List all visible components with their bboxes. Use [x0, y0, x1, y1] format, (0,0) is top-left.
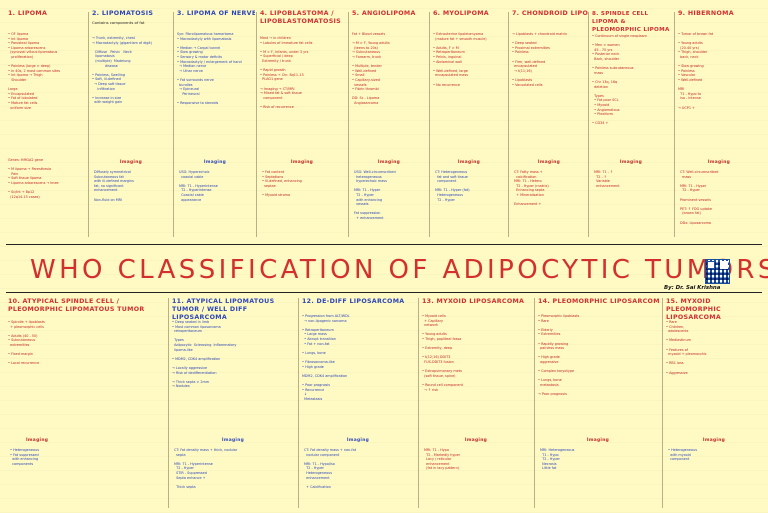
qr-code-icon [705, 259, 730, 284]
column-divider [173, 12, 174, 237]
column-divider [418, 298, 419, 508]
imaging-heading: Imaging [702, 438, 726, 443]
section-myxoid-pleomorphic-liposarcoma: 15. MYXOID PLEOMORPHIC LIPOSARCOMA • Rar… [664, 298, 764, 508]
section-heading: 15. MYXOID PLEOMORPHIC LIPOSARCOMA [666, 298, 721, 321]
imaging-notes: CT: Heterogeneous fat and soft tissue co… [435, 170, 470, 202]
imaging-heading: Imaging [221, 438, 245, 443]
imaging-notes: • Heterogeneous with myxoid component [668, 448, 697, 462]
section-spindle-cell-lipoma: 8. SPINDLE CELL LIPOMA & PLEOMORPHIC LIP… [590, 10, 672, 238]
section-notes: • Continuum of single neoplasm • Men > w… [592, 34, 647, 126]
section-heading: 8. SPINDLE CELL LIPOMA & PLEOMORPHIC LIP… [592, 11, 670, 33]
column-divider [588, 12, 589, 237]
title-rule-bottom [6, 292, 762, 293]
column-divider [348, 12, 349, 237]
column-divider [168, 298, 169, 508]
column-divider [298, 298, 299, 508]
section-notes: • Extrauterine lipoleiomyoma (mature fat… [433, 32, 487, 87]
title-rule-top [6, 244, 762, 245]
imaging-notes: MRI: Heterogeneous T1 - Hypo T2 - Hyper … [540, 448, 575, 471]
section-pleomorphic-liposarcoma: 14. PLEOMORPHIC LIPOSARCOMA • Pleomorphi… [536, 298, 660, 508]
section-notes: → Trunk, extremity, chest → Macrodactyly… [92, 36, 153, 105]
section-atypical-spindle-cell: 10. ATYPICAL SPINDLE CELL / PLEOMORPHIC … [6, 298, 166, 508]
column-divider [256, 12, 257, 237]
section-lipoma: 1. LIPOMA • OF lipoma • Int lipoma • Par… [6, 10, 86, 238]
imaging-notes: USG: Hyperechoic coaxial cable MRI: T1 -… [179, 170, 218, 202]
section-heading: 6. MYOLIPOMA [433, 10, 489, 17]
imaging-heading: Imaging [707, 160, 731, 165]
section-heading: 14. PLEOMORPHIC LIPOSARCOMA [538, 298, 660, 305]
section-well-diff-liposarcoma: 11. ATYPICAL LIPOMATOUS TUMOR / WELL DIF… [170, 298, 296, 508]
section-heading: 4. LIPOBLASTOMA / LIPOBLASTOMATOSIS [260, 10, 342, 25]
section-notes: • OF lipoma • Int lipoma • Parosteal lip… [8, 32, 61, 110]
imaging-notes: CT: Fat density mass + non-fat nodular c… [304, 448, 357, 489]
section-notes: • Progression from ALT/WDL → non-lipogen… [302, 314, 350, 401]
section-heading: 5. ANGIOLIPOMA [352, 10, 416, 17]
section-heading: 11. ATYPICAL LIPOMATOUS TUMOR / WELL DIF… [172, 298, 275, 321]
section-notes: • Myxoid cells + Capillary network • You… [422, 314, 463, 392]
section-dediff-liposarcoma: 12. DE-DIFF LIPOSARCOMA • Progression fr… [300, 298, 416, 508]
imaging-notes: • Fat content • Septations • Ill-defined… [262, 170, 302, 197]
section-lipoblastoma: 4. LIPOBLASTOMA / LIPOBLASTOMATOSIS Most… [258, 10, 346, 238]
section-heading: 9. HIBERNOMA [678, 10, 734, 17]
imaging-heading: Imaging [619, 160, 643, 165]
imaging-notes: MRI: T1 - Hypo T2 - Markedly hyper Lacy … [424, 448, 461, 471]
imaging-notes: Diffusely symmetrical Subcutaneous fat w… [94, 170, 134, 202]
imaging-heading: Imaging [457, 160, 481, 165]
section-subtitle: Contains components of fat [92, 20, 145, 25]
author-byline: By: Dr. Sai Krishna [664, 285, 721, 291]
section-notes: • Pleomorphic lipoblasts • Rare • Elderl… [538, 314, 580, 397]
section-angiolipoma: 5. ANGIOLIPOMA Fat + Blood vessels → M >… [350, 10, 428, 238]
imaging-heading: Imaging [537, 160, 561, 165]
section-notes: Most → in children • Lobules of immature… [260, 36, 313, 109]
column-divider [508, 12, 509, 237]
imaging-notes: CT: Well-circumscribed mass MRI: T1 - Hy… [680, 170, 719, 225]
section-heading: 3. LIPOMA OF NERVE [177, 10, 255, 17]
section-heading: 10. ATYPICAL SPINDLE CELL / PLEOMORPHIC … [8, 298, 145, 313]
imaging-notes: • Heterogeneous • Fat suppressed with en… [10, 448, 39, 466]
column-divider [674, 12, 675, 237]
section-notes: Fat + Blood vessels → M > F, Young adult… [352, 32, 390, 105]
section-notes: • Deep seated in limb • Most common lipo… [172, 320, 237, 389]
imaging-heading: Imaging [26, 438, 49, 443]
imaging-heading: Imaging [586, 438, 610, 443]
imaging-heading: Imaging [346, 438, 370, 443]
section-lipomatosis: 2. LIPOMATOSIS Contains components of fa… [90, 10, 172, 238]
section-hibernoma: 9. HIBERNOMA • Tumor of brown fat • Youn… [676, 10, 762, 238]
section-heading: 7. CHONDROID LIPOMA [512, 10, 588, 17]
section-heading: 12. DE-DIFF LIPOSARCOMA [302, 298, 405, 305]
column-divider [534, 298, 535, 508]
section-notes: • Rare • Children, adolescents • Mediast… [666, 320, 707, 375]
section-heading: 1. LIPOMA [8, 10, 48, 17]
imaging-notes: MRI: T1 - ↑ T2 - ↑ Variable enhancement [594, 170, 620, 188]
section-heading: 13. MYXOID LIPOSARCOMA [422, 298, 525, 305]
section-notes-2: Genes: HMGA2 gene • M lipoma → Paresthes… [8, 158, 59, 199]
imaging-notes: USG: Well-circumscribed heterogeneous hy… [354, 170, 396, 220]
column-divider [429, 12, 430, 237]
section-myolipoma: 6. MYOLIPOMA • Extrauterine lipoleiomyom… [431, 10, 507, 238]
page-title: WHO CLASSIFICATION OF ADIPOCYTIC TUMORS [30, 255, 768, 285]
imaging-notes: CT: Fatty mass + calcification MRI: T1 -… [514, 170, 549, 207]
section-chondroid-lipoma: 7. CHONDROID LIPOMA → Lipoblasts + chond… [510, 10, 588, 238]
section-notes: → Lipoblasts + chondroid matrix • Deep s… [512, 32, 568, 87]
imaging-heading: Imaging [377, 160, 401, 165]
column-divider [662, 298, 663, 508]
imaging-heading: Imaging [290, 160, 314, 165]
section-heading: 2. LIPOMATOSIS [92, 10, 154, 17]
section-lipoma-of-nerve: 3. LIPOMA OF NERVE Syn: Fibrolipomatous … [175, 10, 255, 238]
imaging-heading: Imaging [464, 438, 488, 443]
imaging-heading: Imaging [203, 160, 227, 165]
section-myxoid-liposarcoma: 13. MYXOID LIPOSARCOMA • Myxoid cells + … [420, 298, 532, 508]
section-notes: • Spindle + lipoblasts + pleomorphic cel… [8, 320, 45, 366]
section-notes: Syn: Fibrolipomatous hamartoma • Macroda… [177, 32, 242, 105]
imaging-notes: CT: Fat density mass + thick, nodular se… [174, 448, 238, 489]
imaging-heading: Imaging [119, 160, 143, 165]
section-notes: • Tumor of brown fat • Young adults (20-… [678, 32, 714, 110]
column-divider [88, 12, 89, 237]
